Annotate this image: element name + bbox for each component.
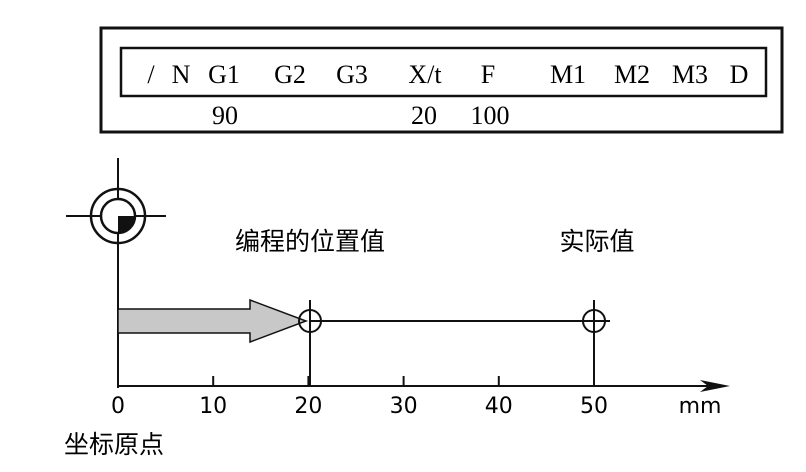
x-tick-label: 10 [199, 394, 227, 419]
code-g2: G2 [274, 60, 306, 89]
code-x-t: X/t [408, 60, 442, 89]
x-tick-label: 20 [294, 394, 322, 419]
code-n: N [172, 60, 191, 89]
origin-filled-quadrant [118, 216, 135, 233]
x-tick-label: 50 [580, 394, 608, 419]
origin-outer-ring [89, 187, 147, 245]
programmed-circle [298, 309, 322, 333]
code-f: F [481, 60, 495, 89]
code-m1: M1 [550, 60, 586, 89]
x-axis-ticks: 0 10 20 30 40 50 [111, 376, 608, 419]
actual-circle [582, 309, 606, 333]
code-g1: G1 [208, 60, 240, 89]
code-m3: M3 [672, 60, 708, 89]
actual-position-marker [582, 300, 606, 386]
programmed-label: 编程的位置值 [235, 227, 385, 256]
programmed-motion-arrow [117, 298, 309, 344]
nc-program-block: / N G1 G2 G3 X/t F M1 M2 M3 D 90 20 100 [99, 26, 784, 134]
x-axis-arrowhead [700, 380, 730, 392]
block-outer-frame [99, 26, 784, 134]
code-g3: G3 [336, 60, 368, 89]
code-m2: M2 [614, 60, 650, 89]
x-tick-label: 0 [111, 394, 125, 419]
value-f: 100 [471, 101, 510, 130]
unit-label: mm [679, 394, 722, 419]
origin-symbol [66, 187, 166, 245]
x-tick-label: 40 [485, 394, 513, 419]
code-d: D [730, 60, 749, 89]
value-g1: 90 [212, 101, 238, 130]
block-inner-frame [119, 46, 768, 98]
code-slash: / [147, 60, 155, 89]
value-x-t: 20 [411, 101, 437, 130]
programmed-position-marker [298, 300, 322, 386]
origin-label: 坐标原点 [64, 430, 164, 459]
x-tick-label: 30 [390, 394, 418, 419]
actual-label: 实际值 [559, 227, 634, 256]
